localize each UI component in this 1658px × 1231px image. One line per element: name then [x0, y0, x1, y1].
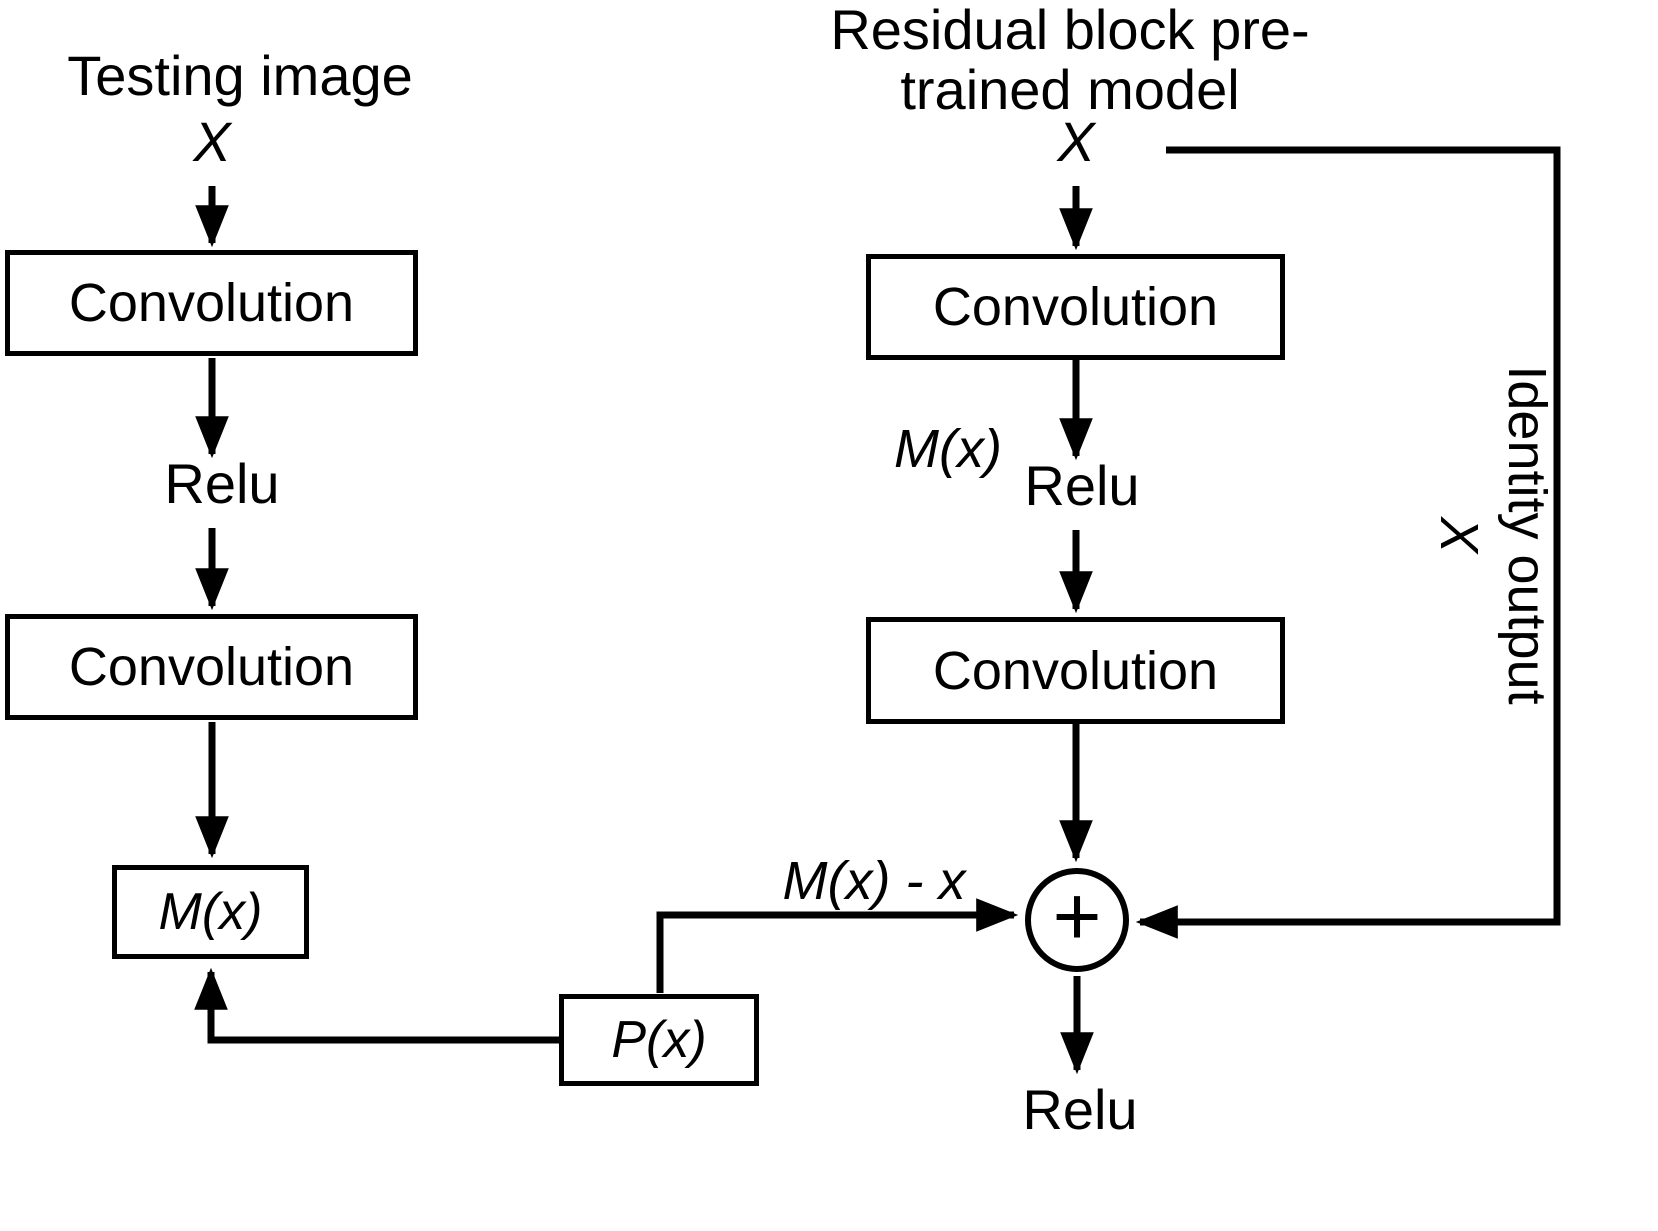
residual-block-title-line2: pre-trained model [900, 0, 1310, 122]
identity-output-label: Identity output [1497, 365, 1557, 705]
identity-x-label: X [1429, 516, 1490, 554]
px-box: P(x) [559, 994, 759, 1086]
right-relu1-label: Relu [1024, 454, 1140, 517]
left-convolution2-box: Convolution [5, 614, 418, 720]
right-input-x-label: X [1057, 110, 1095, 173]
left-input-x-label: X [193, 110, 231, 173]
identity-output-annotation: Identity output X [1420, 325, 1560, 745]
right-relu2-label: Relu [1022, 1078, 1138, 1141]
identity-skip-connection [1135, 146, 1561, 939]
right-convolution2-box: Convolution [866, 617, 1285, 724]
arrow-px-to-mx [194, 967, 560, 1044]
right-mx-label: M(x) [894, 419, 1002, 479]
right-convolution1-box: Convolution [866, 254, 1285, 360]
testing-image-title: Testing image [67, 44, 413, 107]
residual-block-title: Residual block pre-trained model [770, 0, 1370, 121]
left-relu-label: Relu [164, 452, 280, 515]
mx-minus-x-label: M(x) - x [782, 851, 966, 911]
arrow-px-to-sum [656, 898, 1019, 993]
residual-block-title-line1: Residual block [830, 0, 1195, 61]
sum-node-icon: + [1025, 868, 1129, 972]
left-convolution1-box: Convolution [5, 250, 418, 356]
left-mx-box: M(x) [112, 865, 309, 959]
